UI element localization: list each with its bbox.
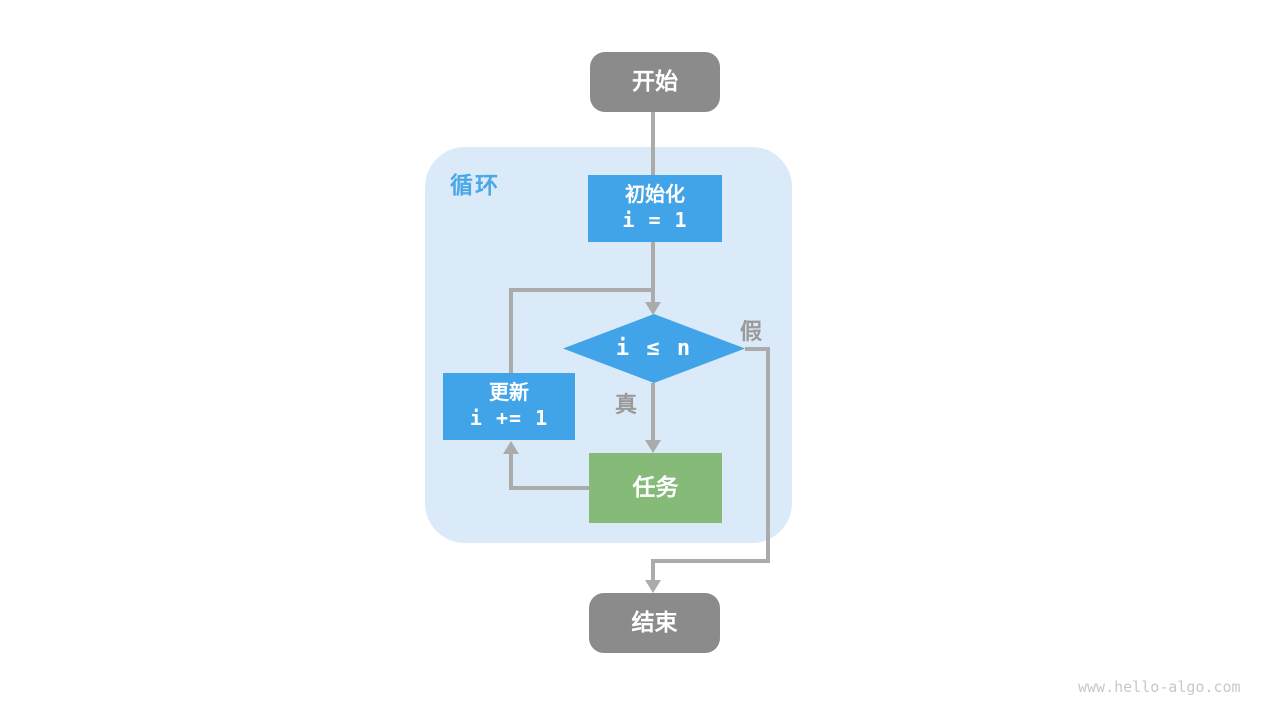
edge-false-vertical: [766, 347, 770, 563]
edge-start-to-init: [651, 112, 655, 175]
arrowhead-into-update: [503, 441, 519, 454]
edge-label-false: 假: [740, 319, 763, 344]
node-task: 任务: [589, 453, 722, 523]
node-update-title: 更新: [489, 382, 529, 404]
node-start-label: 开始: [632, 68, 678, 95]
node-init-title: 初始化: [625, 184, 685, 206]
edge-init-to-condition: [651, 242, 655, 303]
node-init: 初始化 i = 1: [588, 175, 722, 242]
node-end-label: 结束: [631, 609, 678, 636]
loop-container-label: 循环: [450, 172, 500, 198]
arrowhead-into-end: [645, 580, 661, 593]
node-end: 结束: [589, 593, 720, 653]
edge-update-to-junction: [509, 288, 513, 373]
edge-into-end: [651, 559, 655, 582]
edge-loopback-horizontal: [509, 288, 655, 292]
edge-false-horizontal-bottom: [651, 559, 770, 563]
arrowhead-into-task: [645, 440, 661, 453]
arrowhead-into-condition: [645, 302, 661, 315]
edge-task-to-update-horizontal: [509, 486, 589, 490]
node-start: 开始: [590, 52, 720, 112]
edge-task-to-update-vertical: [509, 452, 513, 490]
node-task-label: 任务: [632, 474, 679, 501]
edge-condition-to-task: [651, 383, 655, 442]
edge-label-true: 真: [615, 392, 638, 417]
node-update: 更新 i += 1: [443, 373, 575, 440]
edge-false-horizontal-top: [745, 347, 770, 351]
node-condition-label: i ≤ n: [615, 336, 693, 361]
node-init-code: i = 1: [622, 208, 688, 232]
watermark-text: www.hello-algo.com: [1078, 678, 1241, 696]
node-update-code: i += 1: [469, 406, 549, 430]
